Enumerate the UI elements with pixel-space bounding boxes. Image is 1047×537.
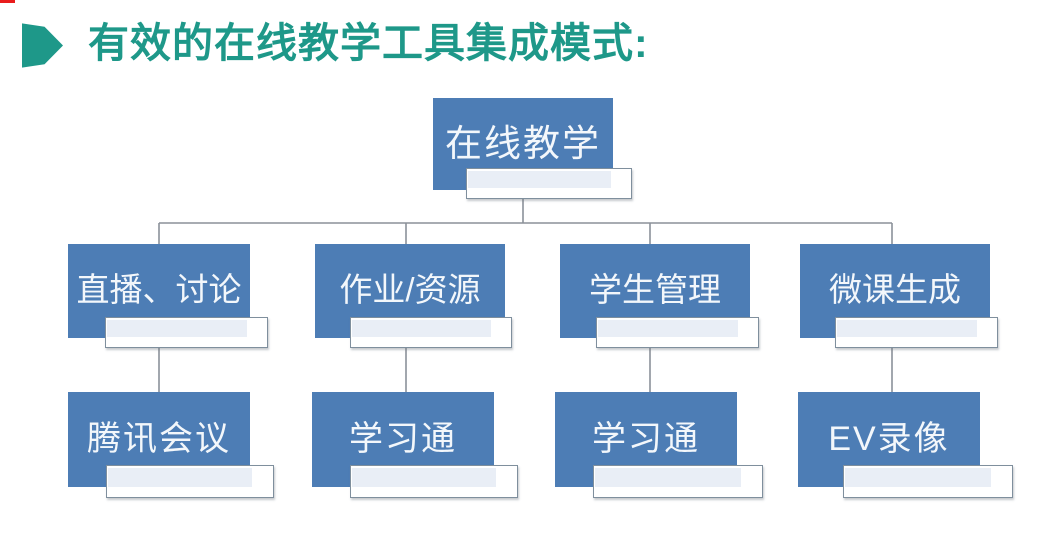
node-online-teaching-shadow (466, 168, 632, 199)
node-student-management-shadow (596, 317, 759, 348)
overlay-inner-fill (837, 320, 978, 338)
node-ev-recording-shadow (843, 465, 1013, 498)
overlay-inner-fill (595, 468, 742, 487)
node-live-discussion-label: 直播、讨论 (76, 271, 242, 308)
overlay-inner-fill (468, 171, 611, 189)
node-tencent-meeting-shadow (106, 465, 274, 498)
overlay-inner-fill (352, 320, 492, 338)
node-online-teaching-label: 在线教学 (445, 123, 601, 164)
node-tencent-meeting-label: 腾讯会议 (87, 420, 231, 458)
node-xuexitong-2-label: 学习通 (592, 420, 700, 458)
node-microlecture-generation-label: 微课生成 (829, 271, 961, 308)
node-xuexitong-1-shadow (350, 465, 518, 498)
overlay-inner-fill (598, 320, 739, 338)
node-ev-recording-label: EV录像 (828, 420, 950, 458)
slide-title: 有效的在线教学工具集成模式: (88, 20, 649, 66)
node-xuexitong-1-label: 学习通 (349, 420, 457, 458)
overlay-inner-fill (108, 468, 253, 487)
node-xuexitong-2-shadow (593, 465, 763, 498)
node-homework-resources-shadow (350, 317, 512, 348)
overlay-inner-fill (107, 320, 248, 338)
overlay-inner-fill (352, 468, 497, 487)
red-edge-artifact (0, 0, 15, 3)
node-student-management-label: 学生管理 (589, 271, 721, 308)
overlay-inner-fill (845, 468, 992, 487)
node-live-discussion-shadow (105, 317, 268, 348)
node-homework-resources-label: 作业/资源 (339, 271, 481, 308)
node-microlecture-generation-shadow (835, 317, 998, 348)
